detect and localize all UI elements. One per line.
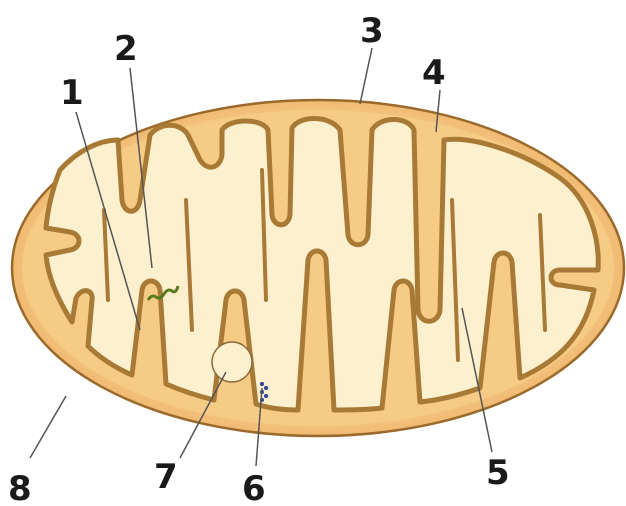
- label-6: 6: [242, 469, 266, 506]
- label-1: 1: [60, 73, 84, 113]
- granule: [212, 342, 252, 382]
- label-7: 7: [154, 457, 178, 497]
- leader-line-3: [360, 48, 372, 104]
- leader-line-8: [30, 396, 66, 458]
- label-8: 8: [8, 469, 32, 506]
- label-4: 4: [422, 53, 446, 93]
- label-2: 2: [114, 29, 138, 69]
- label-5: 5: [486, 453, 510, 493]
- label-3: 3: [360, 11, 384, 51]
